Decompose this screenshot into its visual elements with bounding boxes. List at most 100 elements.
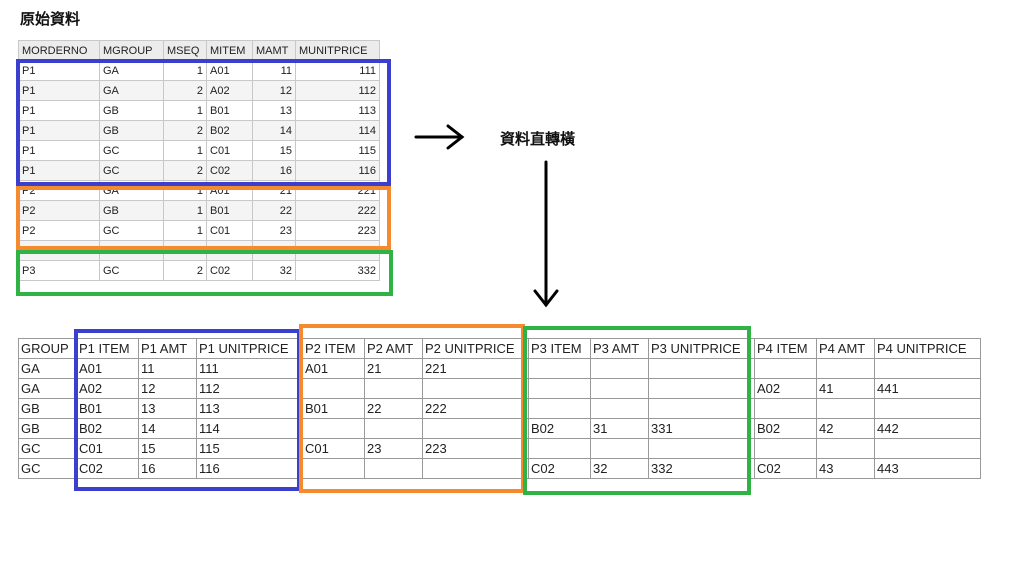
source-cell: 222 [295,200,380,221]
source-cell: C02 [206,160,253,181]
result-cell [816,438,875,459]
result-cell [754,358,817,379]
right-arrow-icon [414,124,465,150]
source-cell: C02 [206,260,253,281]
result-cell [874,438,981,459]
source-cell: C01 [206,220,253,241]
result-cell: 23 [364,438,423,459]
result-cell: 222 [422,398,529,419]
result-cell: 113 [196,398,303,419]
result-cell [754,438,817,459]
result-cell: A01 [76,358,139,379]
result-cell: 332 [648,458,755,479]
result-cell: 32 [590,458,649,479]
result-header-cell: P2 ITEM [302,338,365,359]
source-cell: C01 [206,140,253,161]
result-cell [816,398,875,419]
result-cell [754,398,817,419]
source-cell: 2 [163,80,207,101]
result-header-cell: GROUP [18,338,77,359]
source-header-cell: MITEM [206,40,253,61]
source-cell: B02 [206,120,253,141]
result-cell [874,398,981,419]
result-cell: 21 [364,358,423,379]
result-cell: 331 [648,418,755,439]
result-header-cell: P1 AMT [138,338,197,359]
result-header-cell: P4 AMT [816,338,875,359]
result-cell: 13 [138,398,197,419]
result-cell: 223 [422,438,529,459]
source-header-cell: MUNITPRICE [295,40,380,61]
result-cell: GA [18,378,77,399]
result-cell: 116 [196,458,303,479]
source-cell: 12 [252,80,296,101]
result-cell: GB [18,418,77,439]
p3-result-group-box [523,326,751,495]
result-cell: GC [18,458,77,479]
result-cell: 41 [816,378,875,399]
source-cell: GC [99,260,164,281]
result-cell: 441 [874,378,981,399]
source-cell: GB [99,120,164,141]
source-cell: GB [99,100,164,121]
source-cell: 114 [295,120,380,141]
result-cell: 15 [138,438,197,459]
result-cell: 112 [196,378,303,399]
p2-source-group-box [16,186,391,250]
result-cell: GA [18,358,77,379]
source-header-cell: MORDERNO [18,40,100,61]
result-cell: 443 [874,458,981,479]
transform-caption: 資料直轉橫 [500,131,576,148]
result-cell: C02 [528,458,591,479]
result-cell [874,358,981,379]
source-cell: 15 [252,140,296,161]
result-cell: 43 [816,458,875,479]
p3-source-group-box [16,250,393,296]
p2-result-group-box [299,324,525,493]
source-header-cell: MAMT [252,40,296,61]
source-cell: 32 [252,260,296,281]
result-cell: GC [18,438,77,459]
result-header-cell: P3 AMT [590,338,649,359]
result-cell: 42 [816,418,875,439]
result-cell: 442 [874,418,981,439]
source-cell: 116 [295,160,380,181]
result-cell: 111 [196,358,303,379]
page-title: 原始資料 [20,11,81,28]
result-cell: GB [18,398,77,419]
result-header-cell: P2 AMT [364,338,423,359]
p1-result-group-box [74,329,301,491]
p1-source-group-box [16,59,391,186]
source-cell: 113 [295,100,380,121]
result-cell: B02 [754,418,817,439]
source-header-cell: MGROUP [99,40,164,61]
source-header-cell: MSEQ [163,40,207,61]
result-cell: A02 [754,378,817,399]
source-cell: 332 [295,260,380,281]
result-cell: 16 [138,458,197,479]
down-arrow-icon [533,160,559,308]
result-cell: C01 [302,438,365,459]
source-cell: P1 [18,80,100,101]
source-cell: 13 [252,100,296,121]
result-cell: C02 [76,458,139,479]
source-cell: 16 [252,160,296,181]
result-header-cell: P4 UNITPRICE [874,338,981,359]
result-cell: 221 [422,358,529,379]
result-cell: C02 [754,458,817,479]
result-header-cell: P4 ITEM [754,338,817,359]
